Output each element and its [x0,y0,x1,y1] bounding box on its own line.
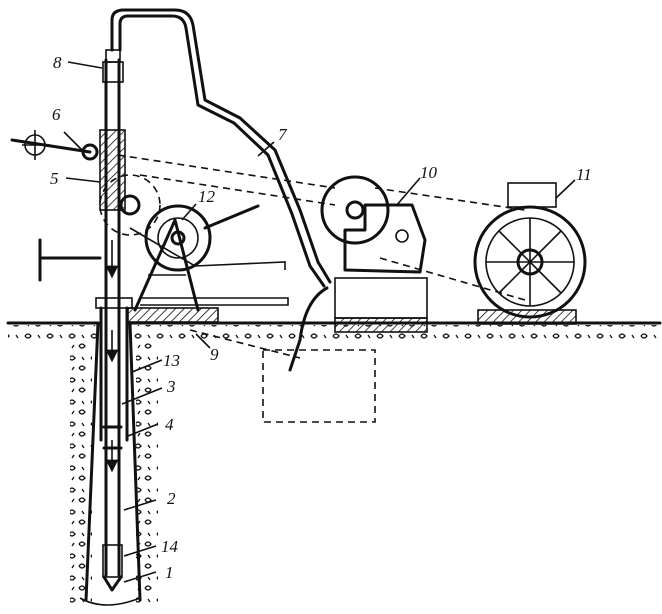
swivel [99,49,126,211]
label-14: 14 [161,537,179,556]
label-12: 12 [198,187,216,206]
label-4: 4 [165,415,174,434]
label-1: 1 [165,563,174,582]
borehole [70,321,158,606]
rotary-handle [10,130,99,161]
label-5: 5 [50,169,59,188]
drive-belts [117,154,526,301]
mud-pump [320,175,428,333]
mud-hose [110,8,332,284]
winch-frame [38,174,289,323]
label-9: 9 [210,345,219,364]
label-3: 3 [166,377,176,396]
part-labels: 1 2 3 4 5 6 7 8 9 10 11 12 13 14 [50,53,592,582]
label-2: 2 [167,489,176,508]
engine [473,182,587,325]
label-8: 8 [53,53,62,72]
label-7: 7 [278,125,288,144]
label-13: 13 [163,351,180,370]
label-11: 11 [576,165,592,184]
label-10: 10 [420,163,438,182]
mud-tank [189,286,376,423]
casing-pipe [95,297,133,442]
leader-lines [63,61,576,583]
label-6: 6 [52,105,61,124]
